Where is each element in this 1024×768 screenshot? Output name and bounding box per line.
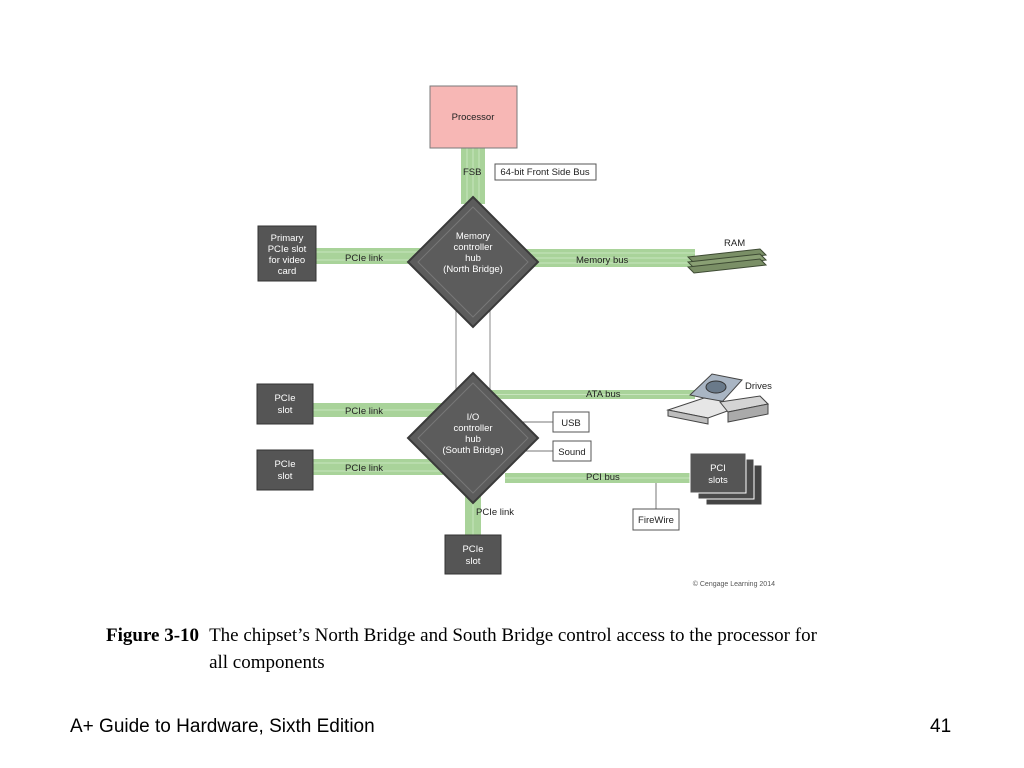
memory-bus-label: Memory bus: [576, 255, 629, 266]
pcie-link-2-label: PCIe link: [345, 463, 383, 474]
primary-slot-line-2: PCIe slot: [268, 244, 307, 255]
north-bridge-line-4: (North Bridge): [443, 264, 503, 275]
pcie-link-3-label: PCIe link: [476, 507, 514, 518]
figure-caption-text: The chipset’s North Bridge and South Bri…: [209, 625, 817, 673]
south-bridge-line-4: (South Bridge): [442, 445, 503, 456]
pcie-slot-1-line-1: PCIe: [274, 393, 295, 404]
north-bridge-line-3: hub: [465, 253, 481, 264]
fsb-label: FSB: [463, 167, 481, 178]
north-bridge-hub: [406, 195, 540, 329]
south-bridge-line-3: hub: [465, 434, 481, 445]
fsb-note-label: 64-bit Front Side Bus: [500, 167, 589, 178]
ata-bus-label: ATA bus: [586, 389, 621, 400]
primary-slot-line-1: Primary: [271, 233, 304, 244]
copyright-note: © Cengage Learning 2014: [693, 580, 775, 588]
pcie-slot-2-line-2: slot: [278, 471, 293, 482]
primary-slot-line-3: for video: [269, 255, 305, 266]
pci-slots-line-1: PCI: [710, 463, 726, 474]
processor-label: Processor: [452, 112, 495, 123]
south-bridge-line-1: I/O: [467, 412, 480, 423]
figure-caption: Figure 3-10 The chipset’s North Bridge an…: [106, 622, 906, 676]
pcie-slot-2-line-1: PCIe: [274, 459, 295, 470]
footer-page-number: 41: [930, 716, 952, 737]
pci-slots: [689, 452, 763, 506]
pcie-slot-1: [256, 383, 314, 425]
pci-slots-line-2: slots: [708, 475, 728, 486]
south-bridge-line-2: controller: [453, 423, 492, 434]
drives-icon: [666, 373, 770, 425]
pcie-link-1-label: PCIe link: [345, 406, 383, 417]
primary-slot-line-4: card: [278, 266, 296, 277]
usb-box: [552, 411, 590, 433]
usb-label: USB: [561, 418, 581, 429]
figure-number: Figure 3-10: [106, 625, 200, 646]
fsb-note-box: [494, 163, 597, 181]
pcie-slot-3-line-2: slot: [466, 556, 481, 567]
sound-label: Sound: [558, 447, 585, 458]
ram-label: RAM: [724, 238, 745, 249]
chipset-diagram: Processor FSB 64-bit Front Side Bus PCIe…: [256, 85, 775, 588]
firewire-label: FireWire: [638, 515, 674, 526]
primary-pcie-slot: [257, 225, 317, 282]
primary-pcie-link-label: PCIe link: [345, 253, 383, 264]
north-bridge-line-1: Memory: [456, 231, 491, 242]
ram-icon: [686, 248, 768, 274]
processor-box: [429, 85, 518, 149]
sound-box: [552, 440, 592, 462]
pcie-slot-1-line-2: slot: [278, 405, 293, 416]
pci-bus-label: PCI bus: [586, 472, 620, 483]
footer-book-title: A+ Guide to Hardware, Sixth Edition: [70, 716, 375, 737]
pcie-slot-3-line-1: PCIe: [462, 544, 483, 555]
pcie-slot-2: [256, 449, 314, 491]
firewire-box: [632, 508, 680, 531]
drives-label: Drives: [745, 381, 772, 392]
south-bridge-hub: [406, 371, 540, 505]
pcie-slot-3: [444, 534, 502, 575]
north-bridge-line-2: controller: [453, 242, 492, 253]
